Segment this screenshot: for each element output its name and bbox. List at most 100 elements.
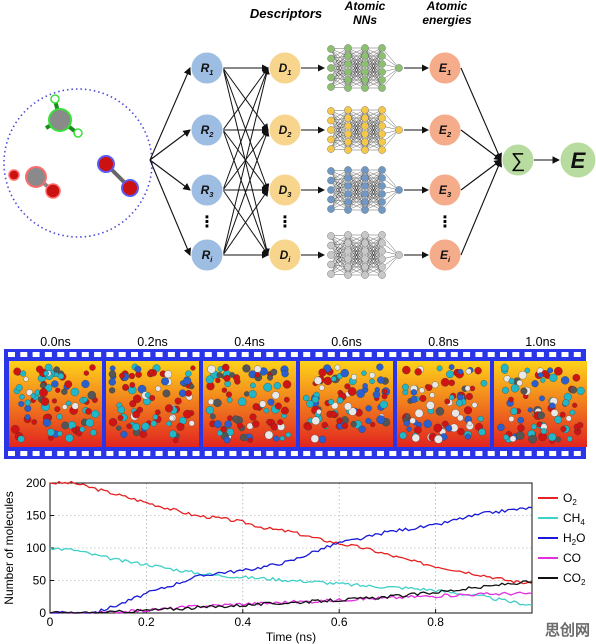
sprocket-hole [44,451,52,456]
atom [414,368,422,376]
atom [237,422,244,429]
nn-neuron [327,64,335,72]
atom [216,372,223,378]
nn-neuron [327,176,335,185]
atom [149,395,156,401]
atom [436,365,443,372]
atom [83,370,90,376]
sprocket-hole [192,352,200,357]
frame-time-label: 1.0ns [525,335,556,349]
nn-neuron [378,263,386,271]
nn-neuron [344,198,352,206]
atom [444,398,451,405]
atom [90,429,97,436]
ellipsis: ⋮ [199,214,215,231]
atom [232,415,240,423]
sprocket-hole [143,352,151,357]
atom [356,389,365,398]
nn-edge [364,185,383,211]
atom [248,390,257,399]
series-line [49,480,533,585]
atom [465,368,472,375]
nn-neuron [327,73,335,82]
atom [381,393,388,400]
nn-edge [347,117,366,151]
nn-neuron [361,263,369,271]
frame-time-label: 0.0ns [40,335,71,349]
nn-edge [347,169,366,195]
sprocket-hole [401,352,409,357]
atom [478,428,486,436]
atom [547,367,554,374]
atom [457,368,464,375]
atom [411,433,420,443]
sprocket-hole [217,352,225,357]
nn-neuron [378,138,386,146]
atom [237,397,247,407]
nn-neuron [327,107,335,115]
atom [71,402,79,410]
input-arrow [149,159,191,257]
descriptor-connection [222,129,270,256]
sprocket-hole [8,352,15,357]
sprocket-hole [229,451,237,456]
nn-neuron [361,130,369,138]
nn-edge [330,120,349,151]
atom [565,415,572,422]
atom [347,387,357,396]
atom [330,411,338,418]
atom [240,433,248,442]
molecule-snapshot [303,363,391,444]
nn-neuron [327,45,335,53]
nn-edge [347,47,366,81]
sprocket-hole [167,451,175,456]
nn-neuron [327,232,335,240]
nn-edge [381,189,400,211]
nn-neuron [344,231,352,239]
nn-neuron [327,195,335,204]
sprocket-hole [327,352,335,357]
nn-edge [347,258,366,276]
nn-neuron [378,166,386,174]
input-2-node [190,113,224,147]
sprocket-hole [463,352,471,357]
atom [463,406,473,415]
atom [263,382,273,392]
atom [330,375,337,382]
atom [24,399,31,406]
sprocket-hole [94,352,102,357]
nn-neuron [344,190,352,198]
atom [188,420,195,427]
atom [79,426,86,433]
y-tick-label: 100 [26,541,46,555]
frame-time-label: 0.8ns [428,335,459,349]
nn-edge [364,47,383,65]
atom [250,382,256,389]
nn-neuron [344,106,352,114]
nn-neuron [378,130,386,138]
atom [71,427,77,433]
atom [64,380,73,389]
nn-edge [381,129,400,151]
atom [351,373,358,380]
nn-neuron [378,114,386,122]
nn-neuron [361,44,369,52]
sprocket-hole [241,451,249,456]
sprocket-hole [475,352,483,357]
nn-edge [347,250,366,276]
atom [531,380,539,388]
sprocket-hole [303,352,311,357]
atom [520,387,528,395]
atom [361,370,367,376]
nn-edge [330,110,349,143]
atom [223,436,231,444]
nn-neuron [344,52,352,60]
atom [474,367,482,375]
sprocket-hole [217,451,225,456]
input-3-node [190,173,224,207]
atom [76,430,83,437]
sprocket-hole [450,451,458,456]
watermark: 思创网 [544,621,590,639]
atom [247,437,253,443]
atom [281,369,289,378]
